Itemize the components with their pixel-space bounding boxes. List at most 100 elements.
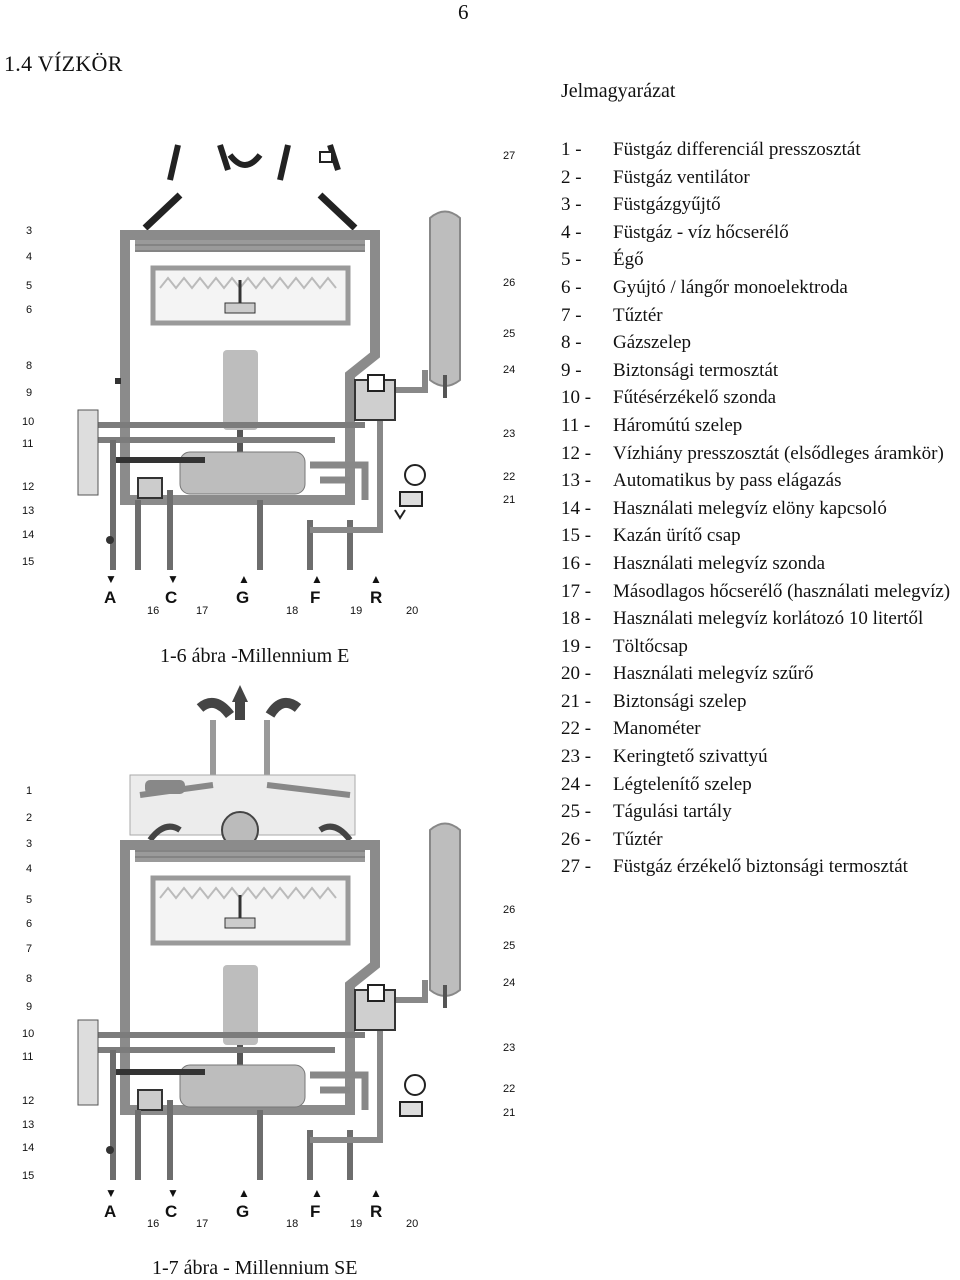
legend-item-number: 11 - (561, 414, 591, 436)
callout-13: 13 (22, 1119, 35, 1131)
callout-25: 25 (503, 940, 516, 952)
port-c: C (165, 588, 178, 607)
legend-item-text: Gázszelep (613, 332, 692, 354)
callout-12: 12 (22, 481, 35, 493)
legend-item: 18 - Használati melegvíz korlátozó 10 lit… (561, 605, 957, 633)
legend-item: 17 -Másodlagos hőcserélő (használati mel… (561, 578, 957, 606)
legend-item-text: Használati melegvíz szűrő (613, 663, 814, 685)
legend-item-number: 5 - (561, 249, 582, 271)
legend-item-text: Tűztér (613, 828, 663, 850)
legend-item-text: Füstgázgyűjtő (613, 194, 721, 216)
callout-12: 12 (22, 1095, 35, 1107)
callouts-fig1: 3 4 5 6 8 9 10 11 12 13 14 15 27 26 25 2… (22, 150, 516, 617)
callout-23: 23 (503, 1042, 516, 1054)
legend-item-number: 23 - (561, 746, 592, 768)
callout-10: 10 (22, 1028, 35, 1040)
callout-24: 24 (503, 364, 516, 376)
callout-4: 4 (26, 251, 33, 263)
callout-9: 9 (26, 1001, 33, 1013)
legend-item: 26 - Tűztér (561, 826, 957, 854)
port-f: F (310, 588, 321, 607)
callout-19: 19 (350, 605, 363, 617)
port-a: A (104, 588, 117, 607)
legend-item: 2 -Füstgáz ventilátor (561, 164, 957, 192)
callout-1: 1 (26, 785, 33, 797)
legend-item-text: Használati melegvíz korlátozó 10 litertő… (613, 608, 924, 630)
callout-26: 26 (503, 904, 516, 916)
legend-item-text: Manométer (613, 718, 701, 740)
callout-16: 16 (147, 1218, 160, 1230)
callout-24: 24 (503, 977, 516, 989)
callout-10: 10 (22, 416, 35, 428)
legend-item-number: 21 - (561, 690, 592, 712)
legend-item-text: Égő (613, 249, 644, 271)
callout-18: 18 (286, 605, 299, 617)
callout-17: 17 (196, 605, 209, 617)
callout-22: 22 (503, 471, 516, 483)
callout-23: 23 (503, 428, 516, 440)
callout-17: 17 (196, 1218, 209, 1230)
legend-item: 19 -Töltőcsap (561, 633, 957, 661)
legend-item: 9 -Biztonsági termosztát (561, 357, 957, 385)
legend-item-text: Légtelenítő szelep (613, 773, 752, 795)
callout-5: 5 (26, 280, 33, 292)
legend-item-number: 18 - (561, 608, 592, 630)
callout-13: 13 (22, 505, 35, 517)
legend-item-number: 13 - (561, 470, 592, 492)
callouts-fig2: 1 2 3 4 5 6 7 8 9 10 11 12 13 14 15 26 2… (22, 785, 516, 1230)
port-r: R (370, 1202, 383, 1221)
legend-item: 14 - Használati melegvíz elöny kapcsoló (561, 495, 957, 523)
legend-item-number: 2 - (561, 166, 582, 188)
legend-item-number: 24 - (561, 773, 592, 795)
legend-item: 5 - Égő (561, 246, 957, 274)
legend-item: 16 -Használati melegvíz szonda (561, 550, 957, 578)
legend-item-number: 14 - (561, 497, 592, 519)
callout-6: 6 (26, 918, 33, 930)
legend-item-text: Háromútú szelep (613, 414, 743, 436)
callout-7: 7 (26, 943, 33, 955)
legend-item-text: Gyújtó / lángőr monoelektroda (613, 276, 848, 298)
callout-15: 15 (22, 1170, 35, 1182)
section-title: 1.4 VÍZKÖR (4, 51, 123, 76)
callout-11: 11 (22, 438, 34, 450)
boiler-diagram-millennium-se (77, 685, 461, 1180)
legend-item-number: 10 - (561, 387, 592, 409)
legend-item: 7 -Tűztér (561, 302, 957, 330)
port-g: G (236, 1202, 250, 1221)
legend-item: 6 - Gyújtó / lángőr monoelektroda (561, 274, 957, 302)
legend-item-number: 19 - (561, 635, 592, 657)
callout-8: 8 (26, 973, 33, 985)
legend-item: 21 -Biztonsági szelep (561, 688, 957, 716)
page-number: 6 (458, 0, 469, 24)
legend-item-text: Füstgáz differenciál presszosztát (613, 139, 861, 160)
callout-18: 18 (286, 1218, 299, 1230)
legend-item-number: 26 - (561, 828, 592, 850)
callout-22: 22 (503, 1083, 516, 1095)
legend-item: 22 - Manométer (561, 715, 957, 743)
legend-item-number: 22 - (561, 718, 592, 740)
legend-item-text: Füstgáz érzékelő biztonsági termosztát (613, 856, 908, 878)
legend-item-number: 8 - (561, 332, 582, 354)
callout-11: 11 (22, 1051, 34, 1063)
callout-16: 16 (147, 605, 160, 617)
callout-19: 19 (350, 1218, 363, 1230)
legend-item-number: 16 - (561, 552, 592, 574)
legend-item-number: 27 - (561, 856, 592, 878)
callout-14: 14 (22, 529, 35, 541)
callout-25: 25 (503, 328, 516, 340)
legend-item-text: Használati melegvíz elöny kapcsoló (613, 497, 887, 519)
legend-item-number: 15 - (561, 525, 592, 547)
legend-item-number: 6 - (561, 276, 582, 298)
port-c: C (165, 1202, 178, 1221)
legend-item-text: Keringtető szivattyú (613, 746, 768, 768)
legend-item-text: Tűztér (613, 304, 663, 326)
legend-item-text: Vízhiány presszosztát (elsődleges áramkö… (613, 442, 944, 464)
callout-9: 9 (26, 387, 33, 399)
callout-4: 4 (26, 863, 33, 875)
legend-item: 23 - Keringtető szivattyú (561, 743, 957, 771)
legend-item: 10 -Fűtésérzékelő szonda (561, 384, 957, 412)
legend-item-text: Tágulási tartály (613, 801, 732, 823)
callout-14: 14 (22, 1142, 35, 1154)
legend-item: 8 - Gázszelep (561, 329, 957, 357)
